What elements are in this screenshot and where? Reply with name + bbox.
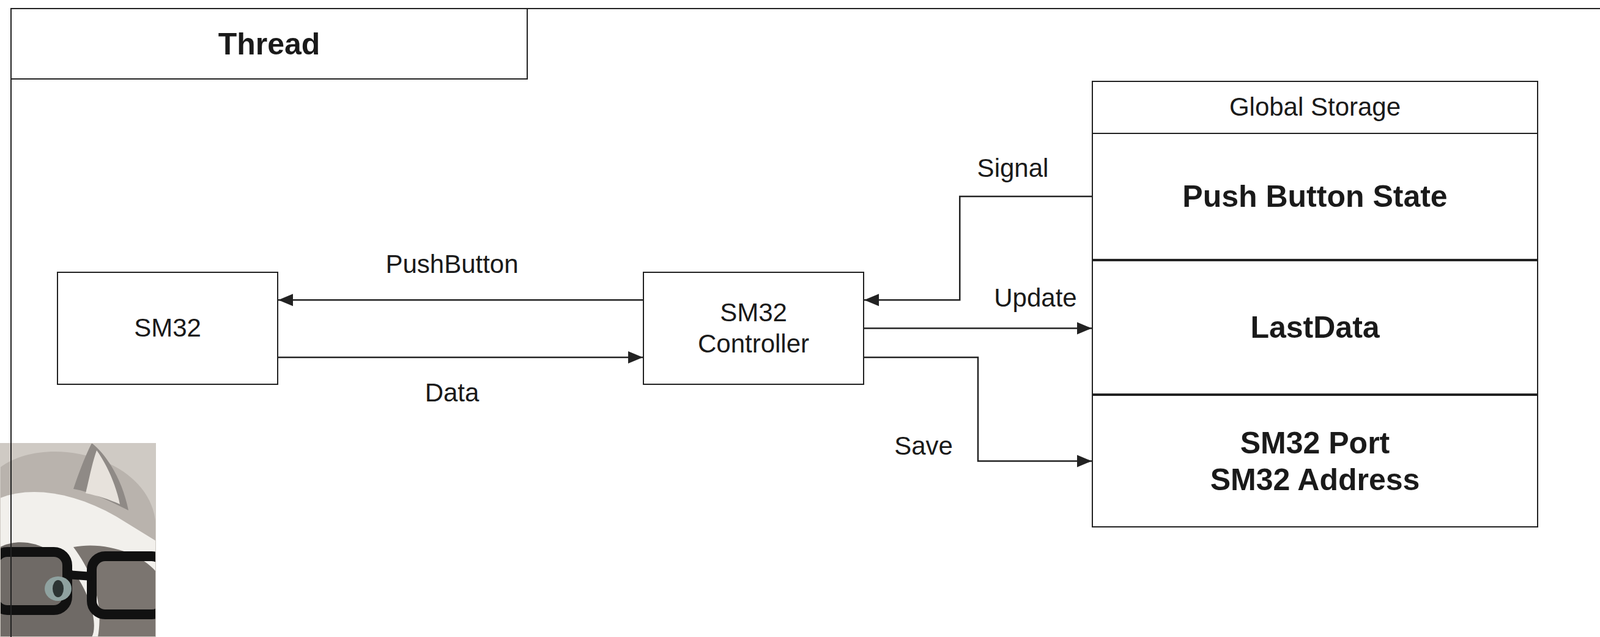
- box-text: SM32 Controller: [689, 297, 818, 360]
- edge-label: PushButton: [382, 248, 521, 280]
- row-text: LastData: [1250, 308, 1380, 346]
- process-box: SM32 Controller: [642, 271, 865, 385]
- frame-tab: Thread: [11, 9, 528, 80]
- arrow-connector: [864, 322, 1092, 335]
- edge-label: Update: [991, 282, 1079, 314]
- arrow-connector: [864, 357, 1092, 467]
- storage-row: LastData: [1091, 259, 1539, 395]
- storage-row: SM32 Port SM32 Address: [1091, 394, 1539, 528]
- frame-title: Thread: [218, 25, 321, 63]
- storage-row: Push Button State: [1091, 132, 1539, 260]
- arrow-connector: [278, 351, 643, 364]
- edge-label: Data: [422, 377, 482, 408]
- storage-container: Global StoragePush Button StateLastDataS…: [1091, 80, 1539, 528]
- row-text: SM32 Port SM32 Address: [1204, 424, 1426, 498]
- edge-label: Signal: [974, 152, 1052, 184]
- box-text: SM32: [133, 312, 202, 344]
- edge-label: Save: [891, 430, 956, 462]
- container-header: Global Storage: [1092, 81, 1538, 133]
- process-box: SM32: [56, 271, 279, 385]
- row-text: Push Button State: [1182, 177, 1448, 215]
- container-title: Global Storage: [1229, 91, 1401, 123]
- cat-photo: [0, 442, 156, 637]
- thread-frame: ThreadSM32 SM32 Controller Global StorageP…: [10, 7, 1600, 637]
- arrow-connector: [278, 293, 643, 306]
